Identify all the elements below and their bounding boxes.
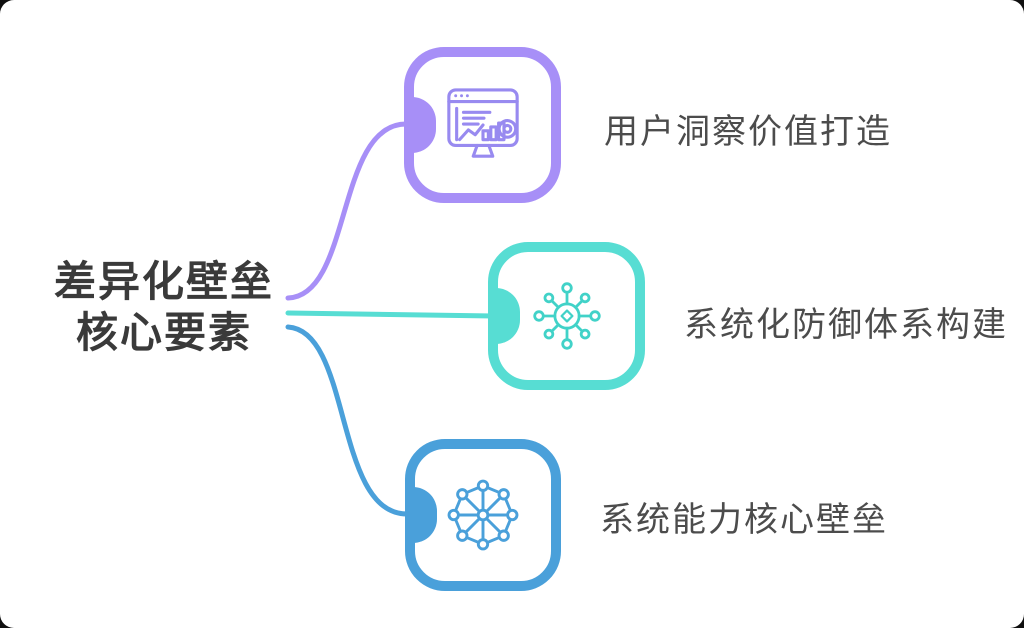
branch-box-user-insight [404,47,561,203]
main-topic-title: 差异化壁垒 核心要素 [36,256,292,358]
node-connector-bump [413,487,437,543]
main-topic-line2: 核心要素 [75,309,252,357]
connector-bottom [285,324,410,517]
connector-middle [285,310,497,319]
node-connector-bump [496,288,520,344]
connector-top [285,121,409,301]
main-topic-line1: 差异化壁垒 [53,258,274,305]
branch-box-system-capability [405,439,561,591]
branch-label-system-capability: 系统能力核心壁垒 [600,501,888,539]
branch-label-defense-system: 系统化防御体系构建 [684,306,1008,344]
node-connector-bump [412,97,436,153]
branch-box-defense-system [488,242,645,390]
hub-network-icon [525,274,609,358]
branch-label-user-insight: 用户洞察价值打造 [604,113,892,151]
globe-network-icon [442,474,524,556]
analytics-dashboard-icon [439,85,527,165]
